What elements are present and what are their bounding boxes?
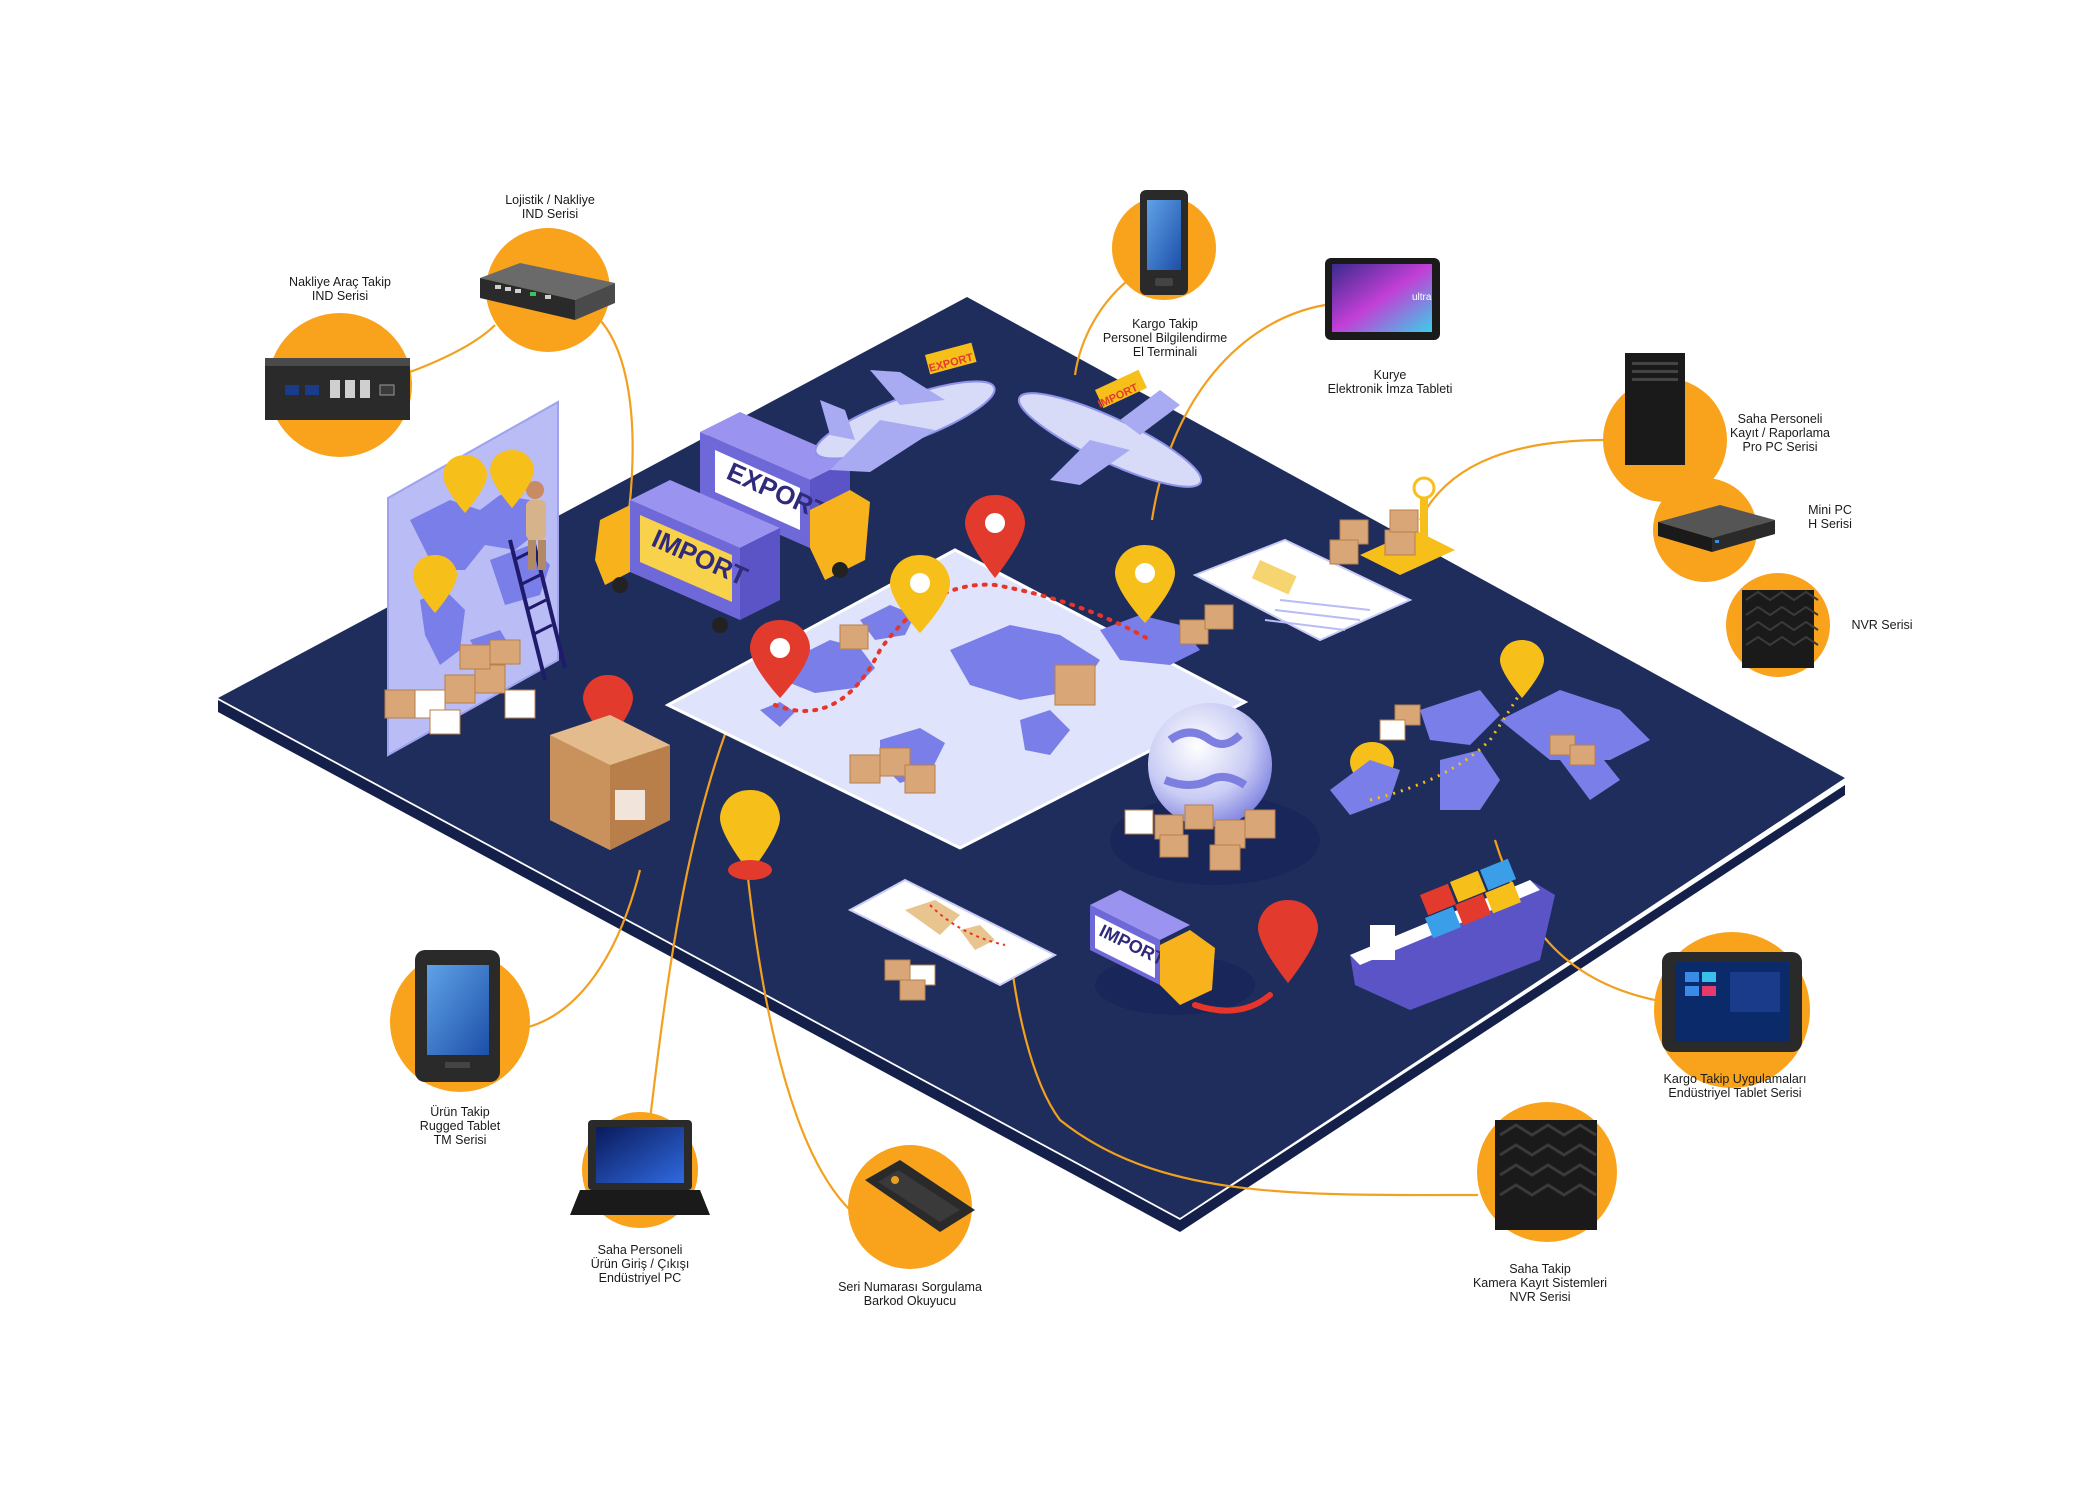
fanless-box-pc-icon [265,358,410,420]
label-camera-nvr: Saha Takip Kamera Kayıt Sistemleri NVR S… [1472,1262,1608,1304]
tablet-brand-text: ultra [1412,292,1432,303]
export-airplane: EXPORT [814,342,996,472]
mini-pc-icon [1658,505,1775,552]
import-airplane: IMPORT [1017,369,1203,488]
route-tablet [847,878,1058,987]
label-rugged-tablet: Ürün Takip Rugged Tablet TM Serisi [419,1105,501,1147]
signature-tablet-icon: ultra [1325,258,1440,340]
label-industrial-tablet: Kargo Takip Uygulamaları Endüstriyel Tab… [1663,1072,1807,1100]
barcode-scanner-icon [865,1160,975,1232]
shipping-box [550,715,670,850]
industrial-tablet-icon [1662,952,1802,1052]
small-import-truck: IMPORT [1090,890,1273,1015]
industrial-box-pc-icon [480,263,615,320]
rugged-tablet-icon [415,950,500,1082]
label-courier-tablet: Kurye Elektronik İmza Tableti [1327,368,1453,396]
nvr-large-icon [1495,1120,1597,1230]
world-map-sheet [664,548,1249,850]
cargo-ship [1350,858,1555,1010]
label-rugged-laptop: Saha Personeli Ürün Giriş / Çıkışı Endüs… [590,1243,690,1285]
label-mini-pc: Mini PC H Serisi [1808,503,1852,531]
import-truck: IMPORT [595,480,780,633]
document-clipboard [1192,538,1413,642]
label-ind-logistics: Lojistik / Nakliye IND Serisi [505,193,595,221]
label-pro-pc: Saha Personeli Kayıt / Raporlama Pro PC … [1729,412,1831,454]
label-barcode: Seri Numarası Sorgulama Barkod Okuyucu [838,1280,982,1308]
label-nvr: NVR Serisi [1851,618,1913,632]
label-handheld: Kargo Takip Personel Bilgilendirme El Te… [1102,317,1228,359]
label-ind-vehicle: Nakliye Araç Takip IND Serisi [289,275,391,303]
tower-pc-icon [1625,353,1685,465]
rugged-laptop-icon [570,1120,710,1215]
right-world-map [1330,689,1650,815]
box-clusters [384,509,1596,1001]
handheld-terminal-icon [1140,190,1188,295]
nvr-icon [1742,590,1819,668]
